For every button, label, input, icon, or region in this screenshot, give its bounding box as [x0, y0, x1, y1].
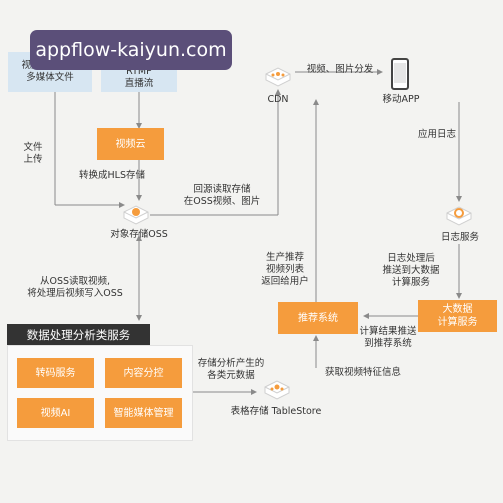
video-cloud-node: 视频云	[97, 128, 164, 160]
tablestore-label: 表格存储 TableStore	[230, 406, 322, 417]
metadata-label: 存储分析产生的 各类元数据	[197, 358, 265, 381]
storage-node-icon	[123, 205, 149, 225]
mobile-app-label: 移动APP	[382, 94, 420, 105]
oss-label: 对象存储OSS	[110, 229, 168, 240]
log-processed-label: 日志处理后 推送到大数据 计算服务	[382, 253, 440, 288]
cdn-label: CDN	[267, 94, 289, 105]
transcode-service: 转码服务	[17, 358, 94, 388]
watermark-banner: appflow-kaiyun.com	[30, 30, 232, 70]
app-log-label: 应用日志	[417, 129, 456, 140]
media-management-service: 智能媒体管理	[105, 398, 182, 428]
cdn-node-icon	[265, 67, 291, 87]
result-push-label: 计算结果推送 到推荐系统	[359, 326, 417, 349]
get-features-label: 获取视频特征信息	[324, 367, 401, 378]
video-ai-service: 视频AI	[17, 398, 94, 428]
data-processing-title: 数据处理分析类服务	[7, 324, 150, 345]
log-service-icon	[446, 206, 472, 226]
content-control-service: 内容分控	[105, 358, 182, 388]
mobile-phone-icon	[391, 58, 409, 90]
tablestore-icon	[264, 380, 290, 400]
read-oss-label: 从OSS读取视频, 将处理后视频写入OSS	[27, 276, 123, 299]
recommend-list-label: 生产推荐 视频列表 返回给用户	[261, 252, 309, 287]
distribute-label: 视频、图片分发	[306, 64, 374, 75]
log-service-label: 日志服务	[440, 232, 479, 243]
to-hls-label: 转换成HLS存储	[79, 170, 145, 181]
big-data-node: 大数据 计算服务	[418, 300, 497, 332]
file-upload-label: 文件 上传	[23, 142, 43, 165]
back-to-source-label: 回源读取存储 在OSS视频、图片	[183, 184, 261, 207]
recommend-node: 推荐系统	[278, 302, 358, 334]
rtmp-label: RTMP 直播流	[124, 66, 154, 89]
